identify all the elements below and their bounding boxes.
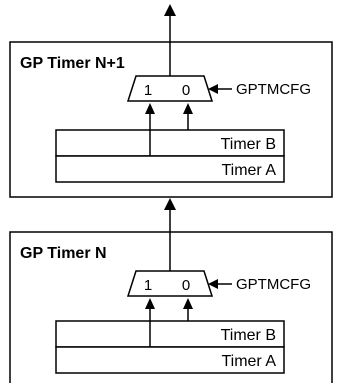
register-timer-a <box>55 346 285 374</box>
config-signal-label: GPTMCFG <box>236 276 311 293</box>
mux: 1 0 <box>126 42 214 102</box>
timer-block-title: GP Timer N+1 <box>20 55 125 72</box>
mux-shape <box>126 270 214 297</box>
mux-input-1-label: 1 <box>144 82 152 99</box>
mux: 1 0 <box>126 232 214 297</box>
timer-block-n-plus-1: GP Timer N+1 1 0 GPTMCFG Timer B Timer A <box>9 41 333 198</box>
register-timer-a <box>55 155 285 183</box>
output-arrow <box>164 4 176 42</box>
register-timer-a-label: Timer A <box>221 353 276 370</box>
timer-block-title: GP Timer N <box>20 245 107 262</box>
register-timer-b-label: Timer B <box>221 327 276 344</box>
config-signal: GPTMCFG <box>208 276 311 293</box>
register-timer-b-label: Timer B <box>221 136 276 153</box>
mux-shape <box>126 75 214 102</box>
timer-block-n: GP Timer N 1 0 GPTMCFG Timer B Timer A <box>9 231 333 383</box>
config-signal-label: GPTMCFG <box>236 81 311 98</box>
register-stack: Timer B Timer A <box>55 129 285 183</box>
register-timer-b <box>55 320 285 348</box>
config-signal: GPTMCFG <box>208 81 311 98</box>
mux-input-1-label: 1 <box>144 277 152 294</box>
mux-input-0-label: 0 <box>182 277 190 294</box>
mux-input-0-label: 0 <box>182 82 190 99</box>
register-timer-a-label: Timer A <box>221 162 276 179</box>
cascade-arrow <box>164 198 176 232</box>
register-stack: Timer B Timer A <box>55 320 285 374</box>
